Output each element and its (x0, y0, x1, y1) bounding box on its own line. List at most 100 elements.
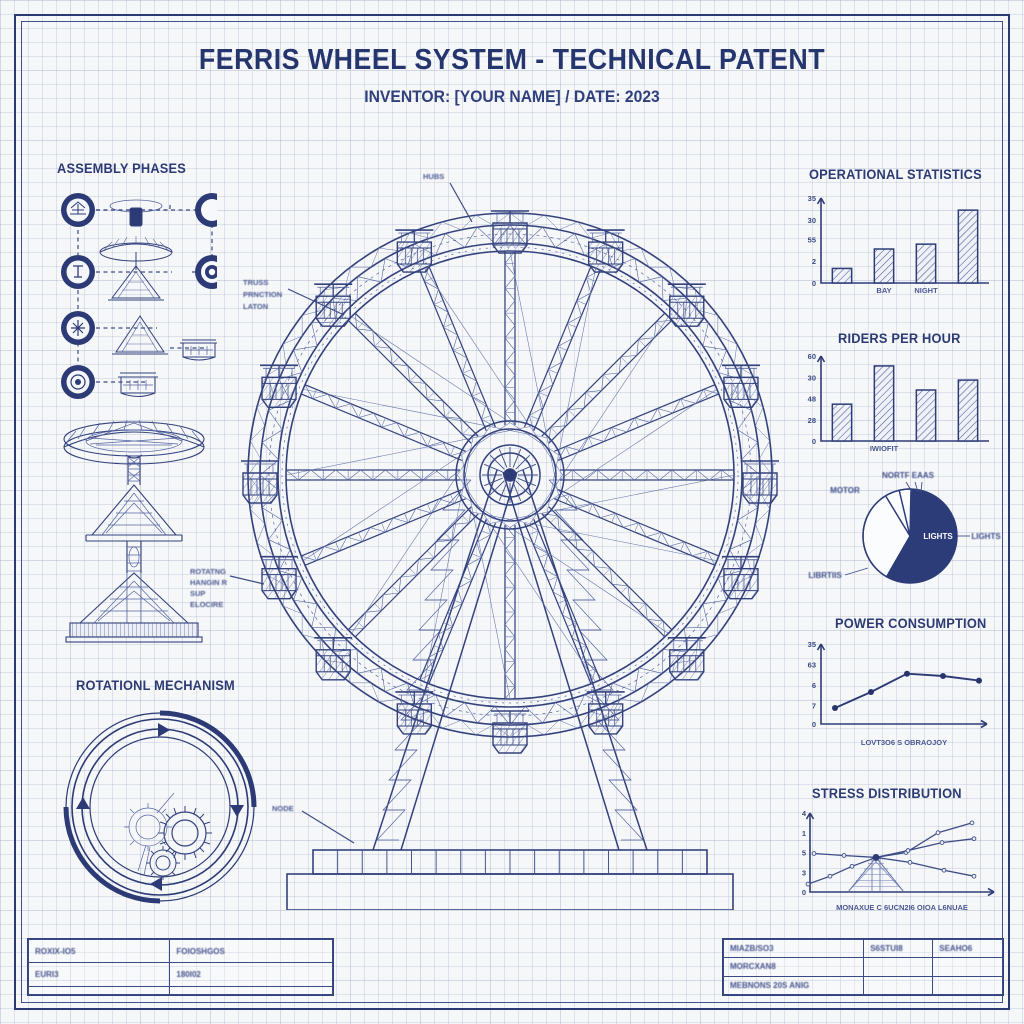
cone-base-sketch-icon (112, 315, 168, 355)
power-series (834, 672, 980, 709)
assembly-node-1[interactable] (61, 193, 95, 227)
svg-text:1: 1 (802, 829, 806, 838)
svg-text:LIGHTS: LIGHTS (923, 532, 953, 541)
svg-text:3: 3 (802, 868, 806, 877)
svg-text:5: 5 (802, 849, 806, 858)
leader-line-base (301, 810, 355, 844)
annot-base: NODE (272, 804, 294, 813)
gondola (491, 710, 529, 754)
svg-text:IWIOFIT: IWIOFIT (870, 444, 899, 453)
svg-text:NIGHT: NIGHT (914, 286, 938, 295)
title-block-cell: MIAZB/SO3 (722, 938, 865, 959)
assembly-phases-title: ASSEMBLY PHASES (57, 161, 187, 176)
assembly-node-target[interactable] (195, 255, 217, 289)
svg-text:28: 28 (808, 416, 816, 425)
svg-text:35: 35 (808, 194, 816, 203)
title-block-cell: ROXIX-IO5 (27, 938, 171, 964)
svg-text:MOTOR: MOTOR (830, 486, 860, 495)
stress-series (875, 838, 975, 859)
page-subtitle: INVENTOR: [YOUR NAME] / DATE: 2023 (364, 88, 660, 106)
assembly-node-2[interactable] (61, 255, 95, 289)
power-consumption-title: POWER CONSUMPTION (835, 616, 987, 631)
tower-structure-silhouette (847, 857, 905, 893)
title-block-cell: 180I02 (169, 962, 333, 987)
svg-text:30: 30 (808, 373, 816, 382)
annot-mid-left: ROTATNG HANGIN R SUP ELOCIRE (190, 567, 228, 609)
leader-line-upper-left (287, 288, 345, 316)
gondola (260, 555, 299, 600)
title-block-cell: FOIOSHGOS (169, 938, 333, 964)
tower-stand-icon (63, 419, 205, 643)
svg-text:7: 7 (812, 702, 816, 711)
svg-text:LOVT3O6 S OBRAOJOY: LOVT3O6 S OBRAOJOY (861, 738, 947, 747)
gondola (260, 364, 299, 409)
bar (957, 209, 979, 284)
gondola (721, 555, 760, 600)
svg-text:55: 55 (808, 235, 816, 244)
rotational-mechanism-title: ROTATIONL MECHANISM (76, 678, 235, 693)
operational-statistics-title: OPERATIONAL STATISTICS (809, 167, 982, 182)
assembly-phases-diagram (61, 193, 217, 399)
bar (873, 365, 895, 442)
gondola (667, 283, 706, 327)
title-block-cell: SEAHO6 (932, 938, 1003, 959)
gondola (586, 229, 625, 273)
svg-text:35: 35 (808, 640, 816, 649)
stress-series (807, 856, 877, 885)
bar (915, 243, 937, 284)
svg-text:48: 48 (808, 395, 816, 404)
bar (831, 267, 853, 284)
gondola (667, 636, 706, 681)
svg-text:LIGHTS: LIGHTS (971, 532, 1001, 541)
title-block-cell: EURI3 (27, 962, 171, 987)
svg-text:30: 30 (808, 216, 816, 225)
title-block-cell (932, 957, 1003, 977)
bar (957, 379, 979, 442)
svg-text:0: 0 (802, 888, 806, 897)
stress-series (875, 822, 973, 859)
gondola (314, 283, 353, 327)
svg-text:6: 6 (812, 681, 816, 690)
leader-line-hub (449, 182, 473, 223)
assembly-node-4[interactable] (61, 365, 95, 399)
bar (831, 403, 853, 442)
page-title: FERRIS WHEEL SYSTEM - TECHNICAL PATENT (198, 44, 826, 76)
gear-large-icon (158, 806, 212, 860)
riders-per-hour-title: RIDERS PER HOUR (838, 331, 961, 346)
title-block-row: MORCXAN8 (722, 957, 1003, 977)
annot-hub: HUBS (423, 172, 445, 181)
svg-text:BAY: BAY (876, 286, 891, 295)
rotation-arrow-icons (76, 723, 244, 891)
assembly-node-ring[interactable] (195, 193, 217, 227)
rotation-gears-icon (63, 710, 257, 904)
bar (915, 389, 937, 442)
svg-text:MONAXUE C 6UCN2I6 OIOA L6NUAE: MONAXUE C 6UCN2I6 OIOA L6NUAE (836, 903, 968, 912)
svg-text:LIBRTIIS: LIBRTIIS (808, 571, 842, 580)
title-block-row: MEBNONS 20S ANIG (722, 975, 1003, 996)
gear-small-icon (146, 846, 180, 880)
svg-text:60: 60 (808, 352, 816, 361)
title-block-cell (169, 985, 333, 996)
gondola (586, 691, 625, 735)
ferris-wheel-elevation (241, 210, 779, 910)
pie-slice (886, 489, 957, 583)
title-block-cell: MORCXAN8 (722, 957, 865, 977)
gondola (395, 691, 434, 735)
svg-text:4: 4 (802, 809, 807, 818)
bar (873, 248, 895, 284)
title-block-cell (932, 975, 1003, 996)
svg-text:0: 0 (812, 720, 816, 729)
svg-text:0: 0 (812, 437, 816, 446)
assembly-node-3[interactable] (61, 311, 95, 345)
title-block-cell: MEBNONS 20S ANIG (722, 975, 865, 996)
gondola (314, 636, 353, 681)
gondola-sketch-icon-b (118, 372, 158, 397)
title-block-cell: S6STUI8 (863, 938, 934, 959)
